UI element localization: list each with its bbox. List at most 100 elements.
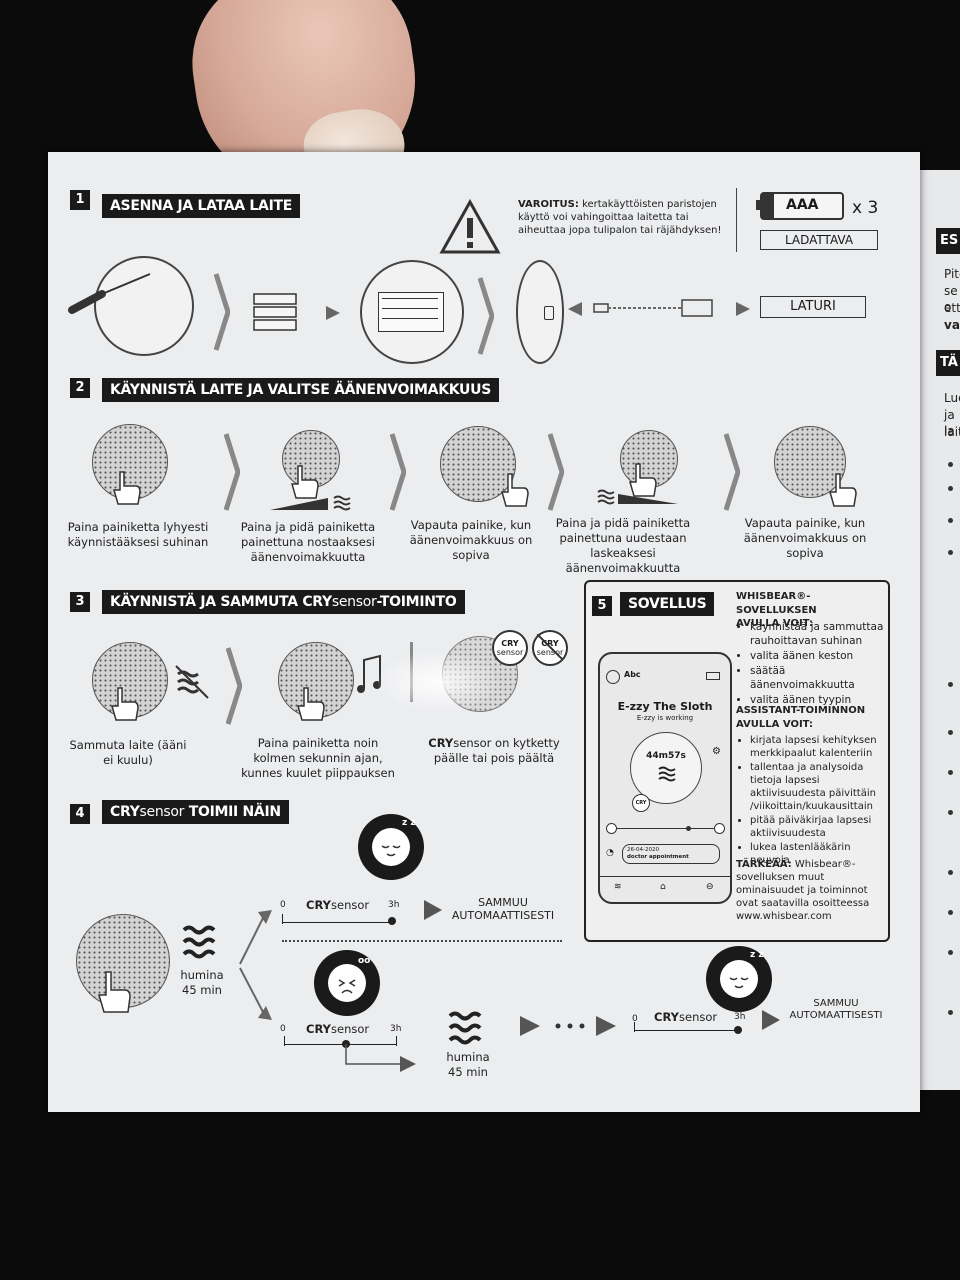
next-page-text: var: [944, 318, 960, 332]
timeline-end: 3h: [734, 1012, 746, 1022]
assistant-feature: lukea lastenlääkärin neuvoja: [750, 841, 888, 867]
app-feature: käynnistää ja sammuttaa rauhoittavan suh…: [750, 620, 888, 648]
battery-icon: AAA: [756, 192, 844, 220]
chevron-icon: [478, 277, 494, 355]
hand-press-icon: [111, 687, 139, 721]
instruction-sheet: 1 ASENNA JA LATAA LAITE VAROITUS: kertak…: [48, 152, 920, 1112]
nav-sound-icon[interactable]: ≋: [614, 882, 622, 892]
next-page-text: laitt: [944, 425, 960, 439]
chevron-icon: [214, 273, 230, 351]
step-2-1-caption: Paina painiketta lyhyesti käynnistääkses…: [67, 520, 209, 549]
volume-thumb[interactable]: [686, 826, 691, 831]
dotted-separator: [282, 940, 562, 942]
hand-press-icon: [297, 687, 325, 721]
continue-arrows-icon: [520, 1016, 616, 1036]
device-back-open: [94, 256, 194, 356]
next-page-text: Pite: [944, 267, 960, 281]
timeline-start: 0: [632, 1014, 638, 1024]
screwdriver-icon: [68, 273, 151, 314]
chevron-icon: [724, 433, 740, 511]
charger-label: LATURI: [760, 296, 866, 318]
timeline-marker: [734, 1026, 742, 1034]
phone-device-name: E-zzy The Sloth: [617, 700, 713, 713]
step-2-2-caption: Paina ja pidä painiketta painettuna nost…: [240, 520, 376, 564]
battery-count: x 3: [852, 198, 879, 218]
bullet-dot: [948, 910, 953, 915]
nav-more-icon[interactable]: ⊖: [706, 882, 714, 892]
hand-press-icon: [97, 971, 131, 1013]
chevron-icon: [224, 433, 240, 511]
section-3-title: KÄYNNISTÄ JA SAMMUTA CRYsensor-TOIMINTO: [102, 590, 465, 614]
arrow-right-icon: [326, 306, 340, 320]
battery-compartment: [360, 260, 464, 364]
bullet-dot: [948, 870, 953, 875]
warning-body: kertakäyttöisten paristojen käyttö voi v…: [518, 199, 722, 236]
timeline-lower: [284, 1044, 396, 1045]
device-speaker: [282, 430, 340, 488]
divider: [736, 188, 737, 252]
step-2-4-caption: Paina ja pidä painiketta painettuna uude…: [555, 516, 691, 575]
chevron-icon: [390, 433, 406, 511]
volume-down-icon: [597, 489, 678, 505]
battery-label: AAA: [786, 197, 819, 213]
nav-home-icon[interactable]: ⌂: [660, 882, 666, 892]
cry-sensor-label: CRYsensor: [306, 898, 370, 912]
user-avatar-icon: [606, 670, 620, 684]
assistant-features-list: kirjata lapsesi kehityksen merkkipaalut …: [736, 734, 888, 868]
chevron-icon: [226, 647, 242, 725]
bullet-dot: [948, 950, 953, 955]
timeline-start: 0: [280, 900, 286, 910]
branch-arrows-icon: [239, 910, 272, 1020]
warning-label: VAROITUS:: [518, 199, 579, 210]
bullet-dot: [948, 810, 953, 815]
settings-gear-icon[interactable]: ⚙: [712, 746, 721, 757]
hand-release-icon: [829, 473, 857, 507]
light-glare: [378, 652, 498, 712]
bullet-dot: [948, 518, 953, 523]
app-feature: valita äänen tyypin: [750, 693, 888, 707]
volume-slider[interactable]: [610, 828, 720, 829]
cry-sensor-label: CRYsensor: [306, 1022, 370, 1036]
hand-release-icon: [501, 473, 529, 507]
warning-text: VAROITUS: kertakäyttöisten paristojen kä…: [518, 198, 728, 237]
next-page-tag: ES: [936, 228, 960, 254]
timeline-end: 3h: [390, 1024, 402, 1034]
chevron-icon: [548, 433, 564, 511]
usb-cable-icon: [593, 299, 713, 317]
next-page-text: se o: [944, 284, 958, 314]
volume-up-icon[interactable]: [714, 823, 725, 834]
timeline-end: 3h: [388, 900, 400, 910]
assistant-feature: kirjata lapsesi kehityksen merkkipaalut …: [750, 734, 888, 760]
battery-status-icon: [706, 672, 720, 680]
bullet-dot: [948, 730, 953, 735]
humina-waves-icon: [182, 925, 216, 959]
step-3-3-caption: CRYsensor on kytketty päälle tai pois pä…: [428, 736, 560, 765]
device-speaker: [92, 424, 168, 500]
timeline-final: [634, 1030, 740, 1031]
device-speaker: [440, 426, 516, 502]
section-4-title: CRYsensor TOIMII NÄIN: [102, 800, 289, 824]
next-page-text: että: [944, 301, 960, 315]
section-1-number: 1: [70, 190, 90, 210]
timer-ring: 44m57s: [630, 732, 702, 804]
section-5-number: 5: [592, 596, 612, 616]
cry-badge: CRY: [632, 794, 650, 812]
warning-triangle-icon: [439, 198, 501, 254]
next-page-text: ja la: [944, 408, 955, 438]
volume-down-icon[interactable]: [606, 823, 617, 834]
arrow-right-icon: [762, 1010, 780, 1030]
assistant-feature: pitää päiväkirjaa lapsesi aktiivisuudest…: [750, 814, 888, 840]
timeline-upper: [282, 922, 392, 923]
section-2-number: 2: [70, 378, 90, 398]
device-speaker: [774, 426, 846, 498]
assistant-feature: tallentaa ja analysoida tietoja lapsesi …: [750, 761, 888, 813]
arrow-left-icon: [568, 302, 582, 316]
hand-press-icon: [291, 465, 319, 499]
